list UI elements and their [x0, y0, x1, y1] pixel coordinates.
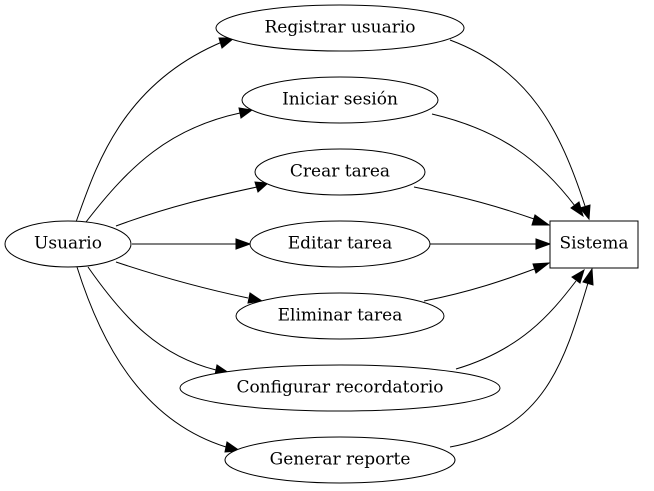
- edge-usuario-crear: [115, 186, 258, 227]
- arrowhead-iniciar: [238, 107, 254, 119]
- use-case-label: Crear tarea: [290, 162, 390, 182]
- edge-configurar-sistema: [455, 280, 577, 370]
- edge-usuario-iniciar: [85, 112, 241, 223]
- edge-usuario-configurar: [87, 266, 217, 371]
- use-case-generar: Generar reporte: [224, 436, 456, 484]
- use-case-iniciar: Iniciar sesión: [241, 76, 439, 124]
- actor-node: Usuario: [4, 220, 132, 268]
- use-case-editar: Editar tarea: [249, 220, 431, 268]
- use-case-label: Editar tarea: [288, 234, 393, 254]
- use-case-label: Eliminar tarea: [278, 306, 403, 326]
- actor-label: Usuario: [34, 234, 102, 254]
- arrowhead-editar: [235, 238, 252, 250]
- arrowhead-sistema-4: [535, 238, 552, 250]
- arrowhead-sistema-6: [571, 268, 585, 284]
- arrowhead-sistema-5: [532, 262, 551, 274]
- edge-registrar-sistema: [449, 39, 586, 207]
- use-case-configurar: Configurar recordatorio: [179, 364, 501, 412]
- use-case-label: Registrar usuario: [264, 18, 415, 38]
- system-label: Sistema: [560, 234, 629, 254]
- system-node: Sistema: [549, 220, 639, 269]
- use-case-label: Iniciar sesión: [282, 90, 398, 110]
- arrowhead-sistema-2: [570, 201, 584, 218]
- use-case-label: Generar reporte: [270, 450, 411, 470]
- use-case-eliminar: Eliminar tarea: [235, 292, 445, 340]
- edge-iniciar-sistema: [431, 113, 576, 207]
- arrowhead-sistema-7: [582, 267, 594, 286]
- edge-usuario-registrar: [75, 41, 223, 223]
- edge-usuario-generar: [76, 266, 227, 448]
- use-case-label: Configurar recordatorio: [236, 378, 443, 398]
- edge-crear-sistema: [413, 186, 538, 221]
- arrowhead-sistema-3: [531, 214, 551, 226]
- edge-usuario-eliminar: [115, 261, 249, 299]
- arrowhead-eliminar: [247, 292, 264, 304]
- nodes: Usuario Registrar usuario Iniciar sesión…: [4, 4, 639, 484]
- arrowhead-crear: [254, 181, 270, 193]
- arrowhead-registrar: [218, 37, 236, 49]
- edge-eliminar-sistema: [423, 267, 538, 302]
- use-case-crear: Crear tarea: [254, 148, 426, 196]
- arrowhead-sistema-1: [579, 204, 591, 221]
- use-case-registrar: Registrar usuario: [215, 4, 465, 52]
- edge-generar-sistema: [449, 282, 589, 448]
